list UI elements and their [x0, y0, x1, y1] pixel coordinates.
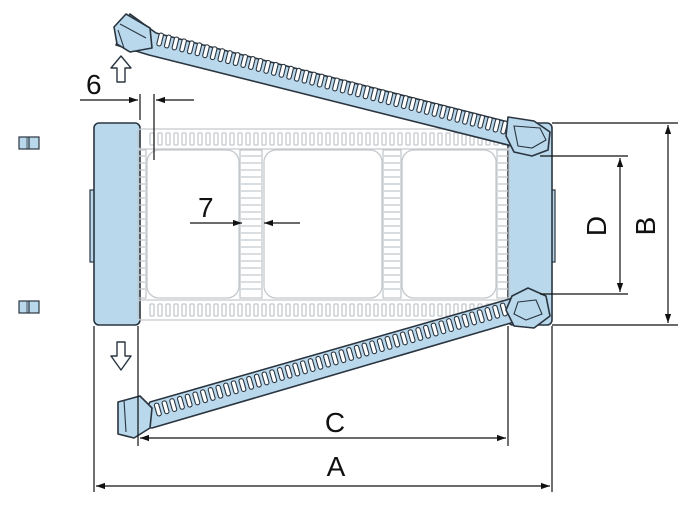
dimension-6 [80, 94, 194, 160]
frame-side-left [89, 122, 141, 326]
dimension-6-label: 6 [86, 69, 102, 100]
dimension-B-label: B [630, 217, 661, 236]
dimension-A [93, 326, 553, 492]
dimension-B [552, 122, 678, 326]
lower-chain-link [117, 287, 551, 439]
dimension-C [137, 326, 509, 446]
dimension-D [540, 155, 628, 295]
marker-top-left [18, 136, 40, 150]
dimension-C-label: C [325, 407, 345, 438]
marker-bottom-left [18, 300, 40, 314]
inner-frame-ghost [137, 128, 511, 321]
dimension-7-label: 7 [198, 192, 214, 223]
dimension-A-label: A [327, 451, 346, 482]
upper-chain-link [113, 13, 551, 157]
hollow-down-arrow-icon [110, 341, 132, 371]
hollow-up-arrow-icon [110, 55, 132, 83]
dimension-D-label: D [581, 216, 612, 236]
